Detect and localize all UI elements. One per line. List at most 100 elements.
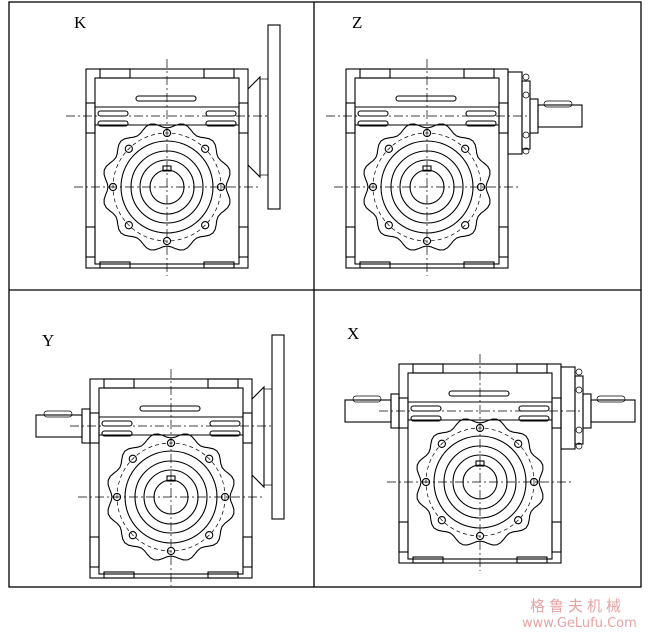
- foot-tab: [207, 378, 239, 389]
- bolt-hole: [166, 438, 176, 448]
- bolt-hole: [476, 182, 486, 192]
- bolt-hole: [461, 144, 470, 153]
- side-boss: [238, 226, 249, 258]
- bolt-hole: [514, 439, 523, 448]
- motor-flange-plate: [267, 24, 281, 210]
- shaft-key: [352, 395, 382, 403]
- side-boss: [345, 102, 356, 134]
- bearing-cap: [521, 80, 531, 150]
- slot: [97, 120, 129, 127]
- flange-neck: [247, 75, 261, 179]
- slot: [465, 120, 497, 127]
- cover-bolt: [575, 426, 583, 434]
- slot: [97, 110, 129, 117]
- keyway: [422, 165, 432, 172]
- shaft-key: [596, 395, 626, 403]
- panel-label-y: Y: [42, 331, 54, 350]
- bolt-hole: [201, 144, 210, 153]
- slot: [209, 420, 241, 427]
- slot: [410, 405, 442, 412]
- slot: [101, 420, 133, 427]
- wheel-ring: [120, 140, 214, 234]
- wheel-ring: [390, 150, 464, 224]
- foot-tab: [359, 68, 391, 79]
- outer-frame: [8, 1, 642, 588]
- slot: [518, 415, 550, 422]
- foot-tab: [203, 68, 235, 79]
- side-boss: [551, 521, 562, 553]
- bolt-hole: [384, 144, 393, 153]
- foot-tab: [463, 261, 495, 269]
- shaft-key: [43, 410, 73, 418]
- foot-tab: [103, 571, 135, 579]
- wheel-flange: [103, 123, 231, 251]
- wheel-ring: [139, 159, 195, 215]
- wheel-flange: [363, 123, 491, 251]
- bolt-hole: [124, 221, 133, 230]
- wheel-ring: [130, 150, 204, 224]
- slot: [135, 95, 197, 102]
- side-boss: [242, 412, 253, 444]
- foot-tab: [463, 68, 495, 79]
- slot: [101, 430, 133, 437]
- foot-tab: [412, 556, 444, 564]
- wheel-ring: [452, 454, 508, 510]
- bolt-hole: [529, 477, 539, 487]
- bolt-hole: [128, 531, 137, 540]
- bolt-hole: [368, 182, 378, 192]
- wheel-ring: [143, 469, 199, 525]
- panels-group: [35, 24, 636, 586]
- flange-spigot: [259, 78, 269, 176]
- wheel-ring: [124, 450, 218, 544]
- side-boss: [242, 536, 253, 568]
- hub-bore: [462, 464, 498, 500]
- shaft-collar: [582, 393, 592, 429]
- bolt-hole: [422, 236, 432, 246]
- bolt-hole: [216, 182, 226, 192]
- side-boss: [398, 397, 409, 429]
- bolt-hole: [384, 221, 393, 230]
- slot: [448, 390, 510, 397]
- hub-bore: [149, 169, 185, 205]
- slot: [410, 415, 442, 422]
- foot-tab: [207, 571, 239, 579]
- foot-tab: [516, 556, 548, 564]
- input-shaft: [35, 414, 83, 438]
- bolt-circle: [112, 132, 222, 242]
- flange-neck: [251, 385, 265, 489]
- gearbox-z: [326, 59, 583, 276]
- bolt-hole: [108, 182, 118, 192]
- side-boss: [85, 102, 96, 134]
- bolt-hole: [124, 144, 133, 153]
- slot: [465, 110, 497, 117]
- bolt-hole: [112, 492, 122, 502]
- wheel-ring: [380, 140, 474, 234]
- foot-tab: [516, 363, 548, 374]
- input-shaft: [590, 399, 636, 423]
- side-boss: [498, 102, 509, 134]
- cover-bolt: [575, 442, 583, 450]
- foot-tab: [412, 363, 444, 374]
- shaft-collar: [529, 98, 539, 134]
- bolt-hole: [220, 492, 230, 502]
- side-boss: [89, 536, 100, 568]
- slot: [209, 430, 241, 437]
- cover-bolt: [575, 368, 583, 376]
- wheel-ring: [433, 435, 527, 529]
- panel-label-k: K: [74, 13, 87, 32]
- bolt-hole: [421, 477, 431, 487]
- panel-label-z: Z: [352, 13, 362, 32]
- bolt-hole: [205, 531, 214, 540]
- bolt-hole: [128, 454, 137, 463]
- foot-tab: [359, 261, 391, 269]
- bearing-cover: [507, 71, 523, 155]
- wheel-flange: [107, 433, 235, 561]
- watermark-url: www.GeLufu.Com: [522, 616, 637, 631]
- bolt-hole: [162, 128, 172, 138]
- bolt-hole: [514, 516, 523, 525]
- bolt-hole: [437, 439, 446, 448]
- flange-spigot: [263, 388, 273, 486]
- cover-bolt: [522, 73, 530, 81]
- slot: [518, 405, 550, 412]
